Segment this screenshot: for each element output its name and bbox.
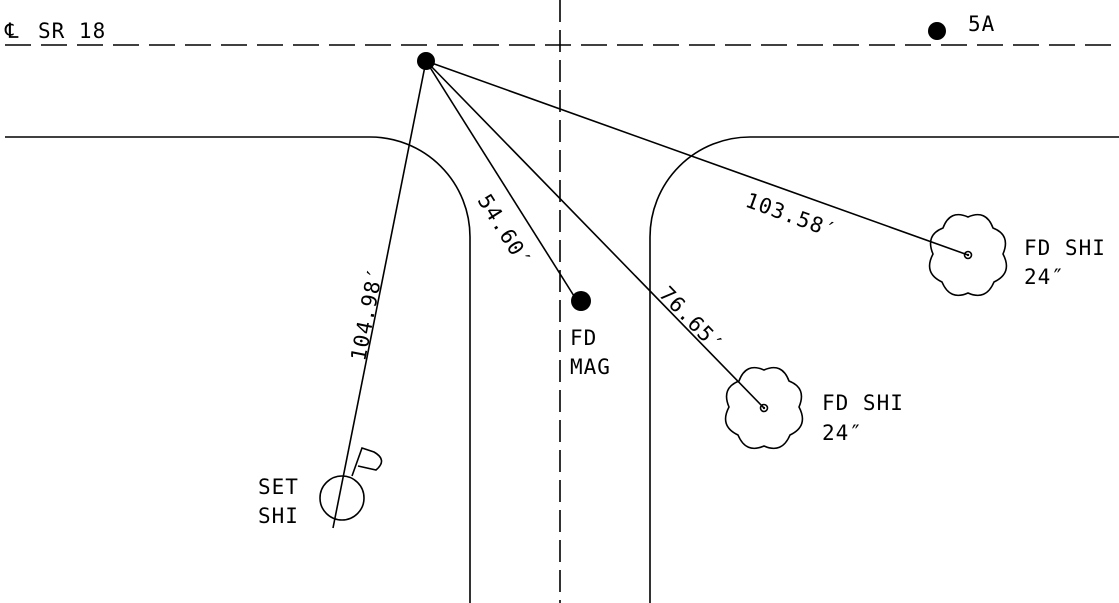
centerline-symbol: ℄ bbox=[4, 19, 19, 43]
set-shi-label-line2: SHI bbox=[258, 504, 299, 528]
fd-mag-dot bbox=[571, 291, 591, 311]
tree-symbol-lower bbox=[724, 366, 804, 450]
fd-mag-label-line1: FD bbox=[570, 326, 597, 350]
fd-mag-label-line2: MAG bbox=[570, 355, 611, 379]
road-name-label: SR 18 bbox=[38, 19, 106, 43]
set-shi-symbol bbox=[319, 446, 383, 521]
control-point-dot bbox=[417, 52, 435, 70]
fd-shi-lower-label-line2: 24″ bbox=[822, 421, 863, 445]
tie-line-fd-shi-lower bbox=[425, 60, 765, 409]
fd-shi-right-label-line2: 24″ bbox=[1024, 265, 1065, 289]
tree-symbol-right bbox=[928, 213, 1008, 297]
left-curb-line bbox=[5, 136, 471, 603]
distance-fd-shi-lower: 76.65′ bbox=[654, 282, 728, 358]
set-shi-label-line1: SET bbox=[258, 475, 299, 499]
point-5a-dot bbox=[928, 22, 946, 40]
point-5a-label: 5A bbox=[968, 12, 995, 36]
distance-fd-mag: 54.60′ bbox=[473, 190, 537, 272]
distance-fd-shi-right: 103.58′ bbox=[742, 188, 840, 243]
fd-shi-right-label-line1: FD SHI bbox=[1024, 236, 1106, 260]
tie-line-set-shi bbox=[332, 60, 427, 529]
right-curb-line bbox=[649, 136, 1119, 603]
tie-line-fd-shi-right bbox=[425, 60, 969, 256]
fd-shi-lower-label-line1: FD SHI bbox=[822, 391, 904, 415]
distance-set-shi: 104.98′ bbox=[346, 265, 388, 363]
tie-line-fd-mag bbox=[425, 60, 575, 297]
